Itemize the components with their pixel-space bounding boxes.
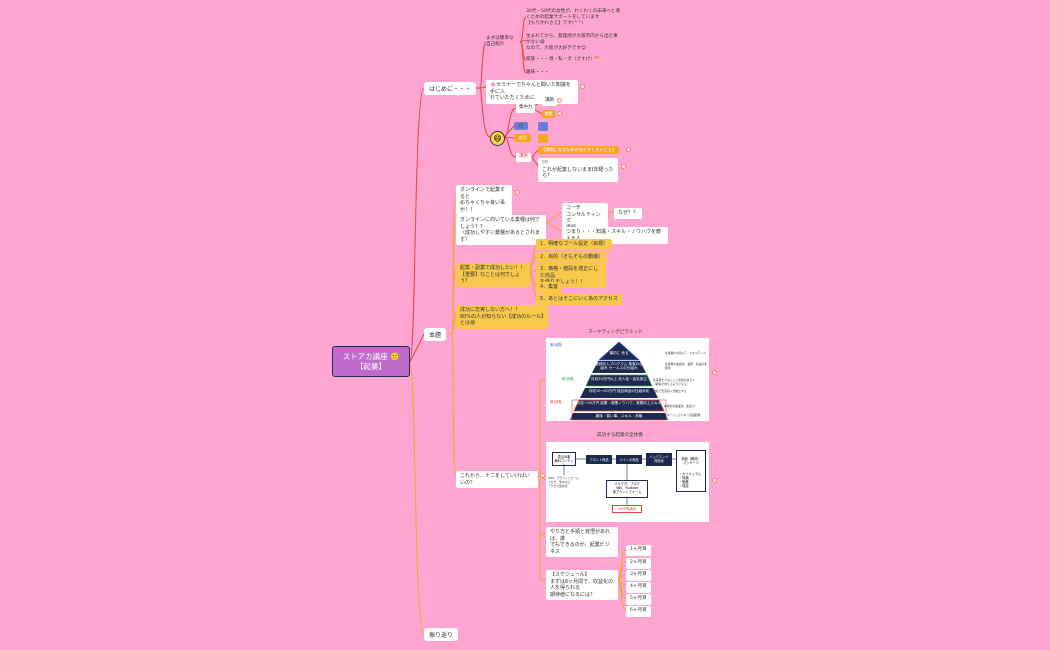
intro-todo-highlight[interactable]: 【課題になるための何とかしたいこと】 bbox=[538, 146, 620, 154]
pyramid-note-6: スタートしたいキー商品開発 bbox=[664, 413, 701, 417]
flow-title: 成功する起業の全体像 bbox=[597, 433, 643, 438]
important-item-5[interactable]: 5．あとはそこにいく為のアクセス bbox=[536, 294, 622, 305]
root-node[interactable]: ストアカ講座 🙂 【起業】 bbox=[332, 346, 410, 377]
intro-child-focus[interactable]: 集中力 bbox=[516, 104, 536, 113]
month-5[interactable]: 5ヶ月目 bbox=[626, 594, 651, 605]
main-node-what-next[interactable]: これから、ナニをしていけばいいの？ bbox=[456, 471, 538, 488]
main-node-important[interactable]: 起業・副業で成功したい！！ 【重要】なことは何でしょう？ bbox=[456, 263, 530, 287]
flow-box-backend: バックエンド 商品化 bbox=[646, 453, 672, 466]
pyramid-shape bbox=[570, 341, 668, 421]
note-icon-8 bbox=[712, 478, 717, 483]
month-3[interactable]: 3ヶ月目 bbox=[626, 570, 651, 581]
important-item-2[interactable]: 2．目的（そもそもの動機） bbox=[536, 252, 608, 263]
pyramid-note-1: 仕事量の5割以下、スキルアップ bbox=[665, 351, 706, 355]
main-node-success-rule[interactable]: 成功に忠実しない方へ！！ 80%の人が知らない【成功のルール】とは😄 bbox=[456, 305, 548, 329]
edge-root-intro bbox=[409, 87, 425, 361]
root-title: ストアカ講座 🙂 bbox=[342, 352, 400, 361]
pyramid-stage-3: 第3段階 bbox=[550, 343, 562, 347]
intro-child-success[interactable]: 成功 bbox=[514, 134, 531, 142]
note-icon-1 bbox=[557, 98, 562, 103]
intro-self-item-4[interactable]: 趣味・・・ bbox=[526, 70, 549, 75]
intro-orange-chip bbox=[538, 134, 548, 143]
note-icon-6 bbox=[540, 473, 545, 478]
flow-box-lp: LP/HP集客化 bbox=[612, 505, 642, 513]
root-subtitle: 【起業】 bbox=[356, 362, 386, 371]
flow-box-front: フロント商品 bbox=[586, 455, 612, 464]
flow-image[interactable]: 見込み客 無料コンテンツ フロント商品 メインの商品 バックエンド 商品化 商品… bbox=[546, 442, 709, 522]
edge-root-review bbox=[409, 363, 425, 635]
note-icon-3 bbox=[626, 147, 631, 152]
note-icon-4 bbox=[621, 164, 626, 169]
flow-left-note: SNS、プラットフォーム ブログ、他LPなど アクセス集客化 bbox=[548, 476, 579, 488]
flow-package-title: 商品（教材） パッケージ bbox=[681, 457, 701, 465]
pyramid-stage-1: 第1段階 bbox=[550, 400, 562, 404]
intro-seminar-node[interactable]: 🌸セミナーでちゃんと聞いた知識を手に入 れていただくために bbox=[486, 80, 578, 104]
pyramid-tier-1: 最初に 売る bbox=[609, 351, 629, 355]
main-node-why[interactable]: なぜ？？ bbox=[614, 208, 643, 219]
flow-box-package: 商品（教材） パッケージ ・カリキュラム ・特典 ・価格 ・保証 bbox=[676, 450, 706, 492]
note-icon-2 bbox=[557, 111, 562, 116]
pyramid-note-5: 本格的な副業化、集客力 bbox=[664, 404, 695, 408]
intro-sub-task-1[interactable]: 課題 bbox=[542, 97, 557, 106]
branch-review[interactable]: 振り返り bbox=[424, 628, 459, 641]
intro-self-item-1[interactable]: 30代・50代の女性が、わくわくの未来へと導 くための起業サポートをしています … bbox=[526, 9, 621, 26]
pyramid-tier-2: 継続収入プログラム 集客の仕組み セールスの仕組み bbox=[595, 362, 643, 371]
intro-self-label[interactable]: まずは簡単な 自己紹介 bbox=[486, 36, 514, 47]
branch-intro[interactable]: はじめに・・・ bbox=[424, 82, 477, 95]
month-2[interactable]: 2ヶ月目 bbox=[626, 558, 651, 569]
pyramid-note-4: 継続で安定収入が確立する bbox=[653, 389, 687, 393]
pyramid-image[interactable]: 第3段階 第2段階 第1段階 最初に 売る 継続収入プログラム 集客の仕組み セ… bbox=[546, 338, 709, 421]
flow-box-prospect: 見込み客 無料コンテンツ bbox=[552, 452, 576, 467]
flow-arrows bbox=[563, 458, 676, 505]
flow-package-list: ・カリキュラム ・特典 ・価格 ・保証 bbox=[679, 472, 702, 488]
pyramid-stage-2: 第2段階 bbox=[562, 377, 574, 381]
note-icon-7 bbox=[712, 370, 717, 375]
pyramid-note-2: 仕事量の範囲内、業務・商品の多様化 bbox=[665, 362, 707, 370]
pyramid-note-3: 仕事量を少なくして収益のある人 （顧客を増えるようになる） bbox=[653, 378, 695, 386]
pyramid-tier-4: 月収10〜50万円 独自商品の仕組み化 bbox=[588, 389, 650, 393]
intro-self-item-3[interactable]: 家族・・・母・私・犬（さすけ）🐕 bbox=[526, 57, 601, 62]
main-node-anyone[interactable]: やり方と手順と覚悟があれば、誰 でもできるのが、起業ビジネス bbox=[546, 527, 618, 557]
note-icon-5 bbox=[515, 190, 520, 195]
flow-box-main: メインの商品 bbox=[616, 455, 642, 464]
edge-root-main bbox=[409, 333, 425, 363]
intro-child-task[interactable]: 課題 bbox=[516, 153, 531, 162]
pyramid-title: マーケティングピラミッド bbox=[588, 330, 643, 335]
important-item-3[interactable]: 3．価格・値段を適正にした商品 を作りましょう！！ bbox=[536, 264, 606, 288]
month-6[interactable]: 6ヶ月目 bbox=[626, 606, 651, 617]
pyramid-tier-6: 趣味・習い事、スキル・資格 bbox=[595, 414, 643, 418]
smiley-icon[interactable]: 😄 bbox=[490, 131, 505, 146]
important-item-4[interactable]: 4．集客 bbox=[536, 282, 563, 293]
pyramid-tier-5: 月収〜30万円 起業・副業ノウハウ、実務向上スキル bbox=[576, 401, 662, 405]
intro-question-node[interactable]: !!! これが起業しないままⅠ年経ったら? bbox=[538, 158, 618, 182]
intro-self-item-2[interactable]: 生まれてから、無理感が大阪市内から出た事 がない😅 なので、大阪が大好きです😊 bbox=[526, 34, 618, 51]
intro-sub-task-2[interactable]: 課題 bbox=[542, 110, 555, 118]
important-item-1[interactable]: 1．明確なゴール設定（目標） bbox=[536, 239, 613, 250]
intro-blue-chip bbox=[538, 122, 548, 131]
month-4[interactable]: 4ヶ月目 bbox=[626, 582, 651, 593]
intro-child-headphones[interactable]: 🎧 bbox=[514, 122, 528, 130]
attachment-icon bbox=[580, 84, 585, 89]
main-node-schedule[interactable]: 【スケジュール】 まずは6ヶ月間で、収益化の人を得られる 期待値になるには？ bbox=[546, 570, 618, 600]
main-node-benefits[interactable]: オンラインで起業すると めちゃくちゃ良い事が！！ bbox=[456, 185, 512, 215]
main-node-industries[interactable]: オンラインに向いている業種は何でしょう？？ （成功しやすい業種があるとされます） bbox=[456, 215, 546, 245]
month-1[interactable]: 1ヶ月目 bbox=[626, 545, 651, 556]
flow-box-media: メルマガ、ブログ SNS、Youtube 他プラットフォーム bbox=[606, 480, 648, 498]
pyramid-tier-3: 月収50万円以上 法人化・会社設立 bbox=[590, 377, 648, 381]
branch-main[interactable]: 本題 bbox=[424, 328, 447, 341]
